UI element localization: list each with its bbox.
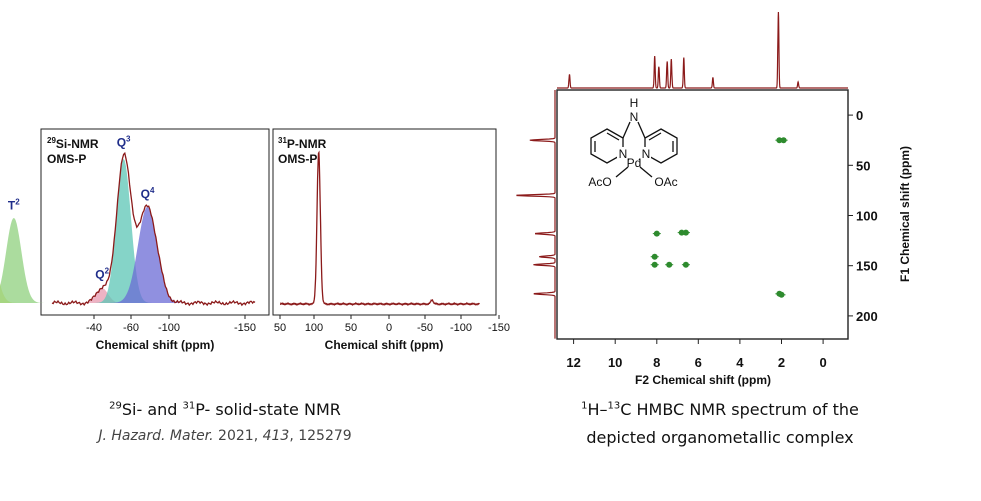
pd-o-bond-left (615, 166, 629, 178)
si-deconvolution-components (0, 158, 191, 303)
left-caption-title: 29Si- and 31P- solid-state NMR (60, 400, 390, 419)
struct-aco: AcO (588, 175, 611, 189)
hmbc-panel: 12 10 8 6 4 2 0 0 50 100 150 200 F2 Chemical shift… (516, 11, 912, 387)
cite-volume: 413 (262, 428, 290, 444)
left-cap-iso2: 31 (182, 400, 196, 412)
hmbc-xtick-label-5: 2 (778, 355, 785, 370)
hmbc-ylabel: F1 Chemical shift (ppm) (898, 146, 912, 282)
p-tick-label-1: 100 (305, 322, 323, 334)
si-component-1 (0, 218, 49, 303)
p-title: 31P-NMR (278, 136, 327, 151)
hmbc-xtick-label-4: 4 (736, 355, 744, 370)
p-tick-label-4: -50 (417, 322, 433, 334)
hmbc-x-axis: 12 10 8 6 4 2 0 (566, 339, 827, 370)
right-cap-iso1: 1 (581, 400, 588, 412)
struct-h: H (630, 96, 639, 110)
si-component-3 (90, 158, 158, 303)
p-xlabel: Chemical shift (ppm) (325, 338, 444, 352)
si-tick-label-2: -100 (158, 322, 180, 334)
right-caption-line1: 1H–13C HMBC NMR spectrum of the (520, 400, 920, 419)
hmbc-cross-peaks (650, 137, 788, 298)
si-nmr-panel: 29Si-NMR OMS-P T3T2Q2Q3Q4 -40-60-100-150… (0, 128, 270, 352)
left-ring-inner-bond-2 (606, 132, 620, 141)
hmbc-ytick-label-3: 150 (856, 259, 878, 274)
hmbc-ytick-label-4: 200 (856, 309, 878, 324)
si-tick-label-1: -60 (123, 322, 139, 334)
struct-pd: Pd (627, 156, 642, 170)
right-cap-line2: depicted organometallic complex (586, 428, 854, 447)
si-peak-label-3: Q3 (117, 135, 131, 150)
right-cap-h: H– (587, 400, 608, 419)
h1-projection-spectrum (557, 11, 848, 89)
pd-complex-structure (590, 121, 678, 178)
right-caption-line2: depicted organometallic complex (520, 428, 920, 447)
left-caption-citation: J. Hazard. Mater. 2021, 413, 125279 (60, 428, 390, 444)
si-spectrum-line (51, 151, 256, 307)
hmbc-ytick-label-1: 50 (856, 158, 870, 173)
p-sample: OMS-P (278, 152, 317, 166)
si-peak-labels: T3T2Q2Q3Q4 (8, 135, 155, 282)
si-peak-label-1: T2 (8, 198, 20, 213)
si-x-axis: -40 -60 -100 -150 (86, 315, 256, 334)
struct-n-right: N (642, 147, 651, 161)
p-plot-frame (272, 128, 497, 316)
structure-labels: H N N N Pd AcO OAc (588, 96, 677, 189)
left-cap-iso1: 29 (109, 400, 122, 412)
p-nmr-panel: 31P-NMR OMS-P 50 100 50 0 -50 -100 -150 Chemic… (272, 128, 510, 352)
p-tick-label-5: -100 (450, 322, 472, 334)
struct-n-left: N (619, 147, 628, 161)
si-tick-label-0: -40 (86, 322, 102, 334)
si-peak-label-2: Q2 (95, 267, 109, 282)
cite-journal: J. Hazard. Mater. (98, 428, 214, 444)
n-right-bg (640, 147, 651, 160)
hmbc-plot-frame (556, 89, 849, 340)
si-component-4 (104, 206, 191, 303)
hmbc-y-axis: 0 50 100 150 200 (848, 108, 878, 324)
si-component-2 (73, 288, 131, 303)
hmbc-xtick-label-1: 10 (608, 355, 622, 370)
struct-oac: OAc (654, 175, 677, 189)
p-x-axis: 50 100 50 0 -50 -100 -150 (274, 315, 510, 334)
right-cap-iso2: 13 (607, 400, 621, 412)
struct-n-bridge: N (630, 110, 639, 124)
si-title-nuc: Si-NMR (56, 137, 99, 151)
n-left-bg (617, 147, 628, 160)
hmbc-xtick-label-3: 6 (695, 355, 702, 370)
si-peak-label-4: Q4 (141, 186, 155, 201)
hmbc-ytick-label-0: 0 (856, 108, 863, 123)
p-spectrum-line (279, 150, 480, 307)
si-sample: OMS-P (47, 152, 86, 166)
p-tick-label-3: 0 (386, 322, 392, 334)
left-cap-text1: Si- and (121, 400, 183, 419)
hmbc-xlabel: F2 Chemical shift (ppm) (635, 373, 771, 387)
si-xlabel: Chemical shift (ppm) (96, 338, 215, 352)
c13-projection-spectrum (516, 90, 556, 339)
bridge-bond-left (622, 121, 631, 139)
p-tick-label-6: -150 (488, 322, 510, 334)
hmbc-ytick-label-2: 100 (856, 209, 878, 224)
bridge-bond-right (637, 121, 646, 139)
cite-year: 2021, (213, 428, 263, 444)
cite-page: , 125279 (289, 428, 352, 444)
si-tick-label-3: -150 (234, 322, 256, 334)
right-cap-text: C HMBC NMR spectrum of the (620, 400, 859, 419)
p-title-nuc: P-NMR (287, 137, 327, 151)
p-tick-label-0: 50 (274, 322, 286, 334)
hmbc-xtick-label-6: 0 (819, 355, 826, 370)
pd-o-bond-right (639, 166, 653, 178)
p-tick-label-2: 50 (345, 322, 357, 334)
hmbc-xtick-label-0: 12 (566, 355, 580, 370)
si-title: 29Si-NMR (47, 136, 99, 151)
right-ring-inner-bond-2 (648, 132, 662, 141)
p-title-iso: 31 (278, 136, 287, 145)
si-title-iso: 29 (47, 136, 56, 145)
left-cap-text2: P- solid-state NMR (195, 400, 341, 419)
hmbc-xtick-label-2: 8 (653, 355, 660, 370)
